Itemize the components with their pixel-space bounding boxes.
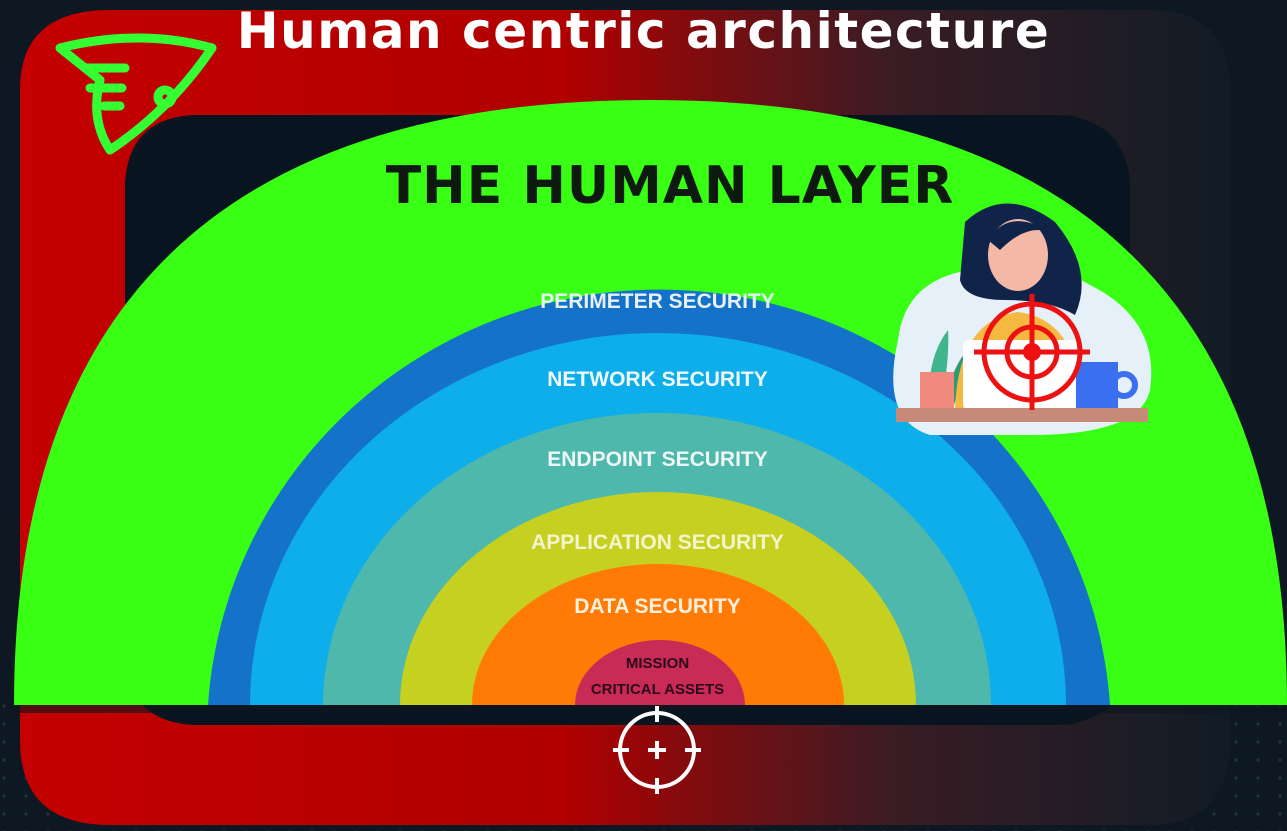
network-security-label: NETWORK SECURITY (547, 368, 768, 391)
perimeter-security-label: PERIMETER SECURITY (540, 290, 775, 313)
ring-mission (575, 640, 745, 705)
red-frame (20, 10, 1230, 825)
critical-assets-label: CRITICAL ASSETS (590, 681, 725, 698)
crosshair-plus-icon (613, 706, 701, 794)
winged-helmet-logo (55, 33, 217, 155)
data-security-label: DATA SECURITY (574, 595, 741, 618)
human-layer-label: THE HUMAN LAYER (385, 156, 955, 216)
page-title: Human centric architecture (236, 2, 1051, 60)
ring-data (472, 564, 844, 705)
endpoint-security-label: ENDPOINT SECURITY (547, 448, 768, 471)
mission-label: MISSION (625, 655, 690, 672)
application-security-label: APPLICATION SECURITY (531, 531, 784, 554)
